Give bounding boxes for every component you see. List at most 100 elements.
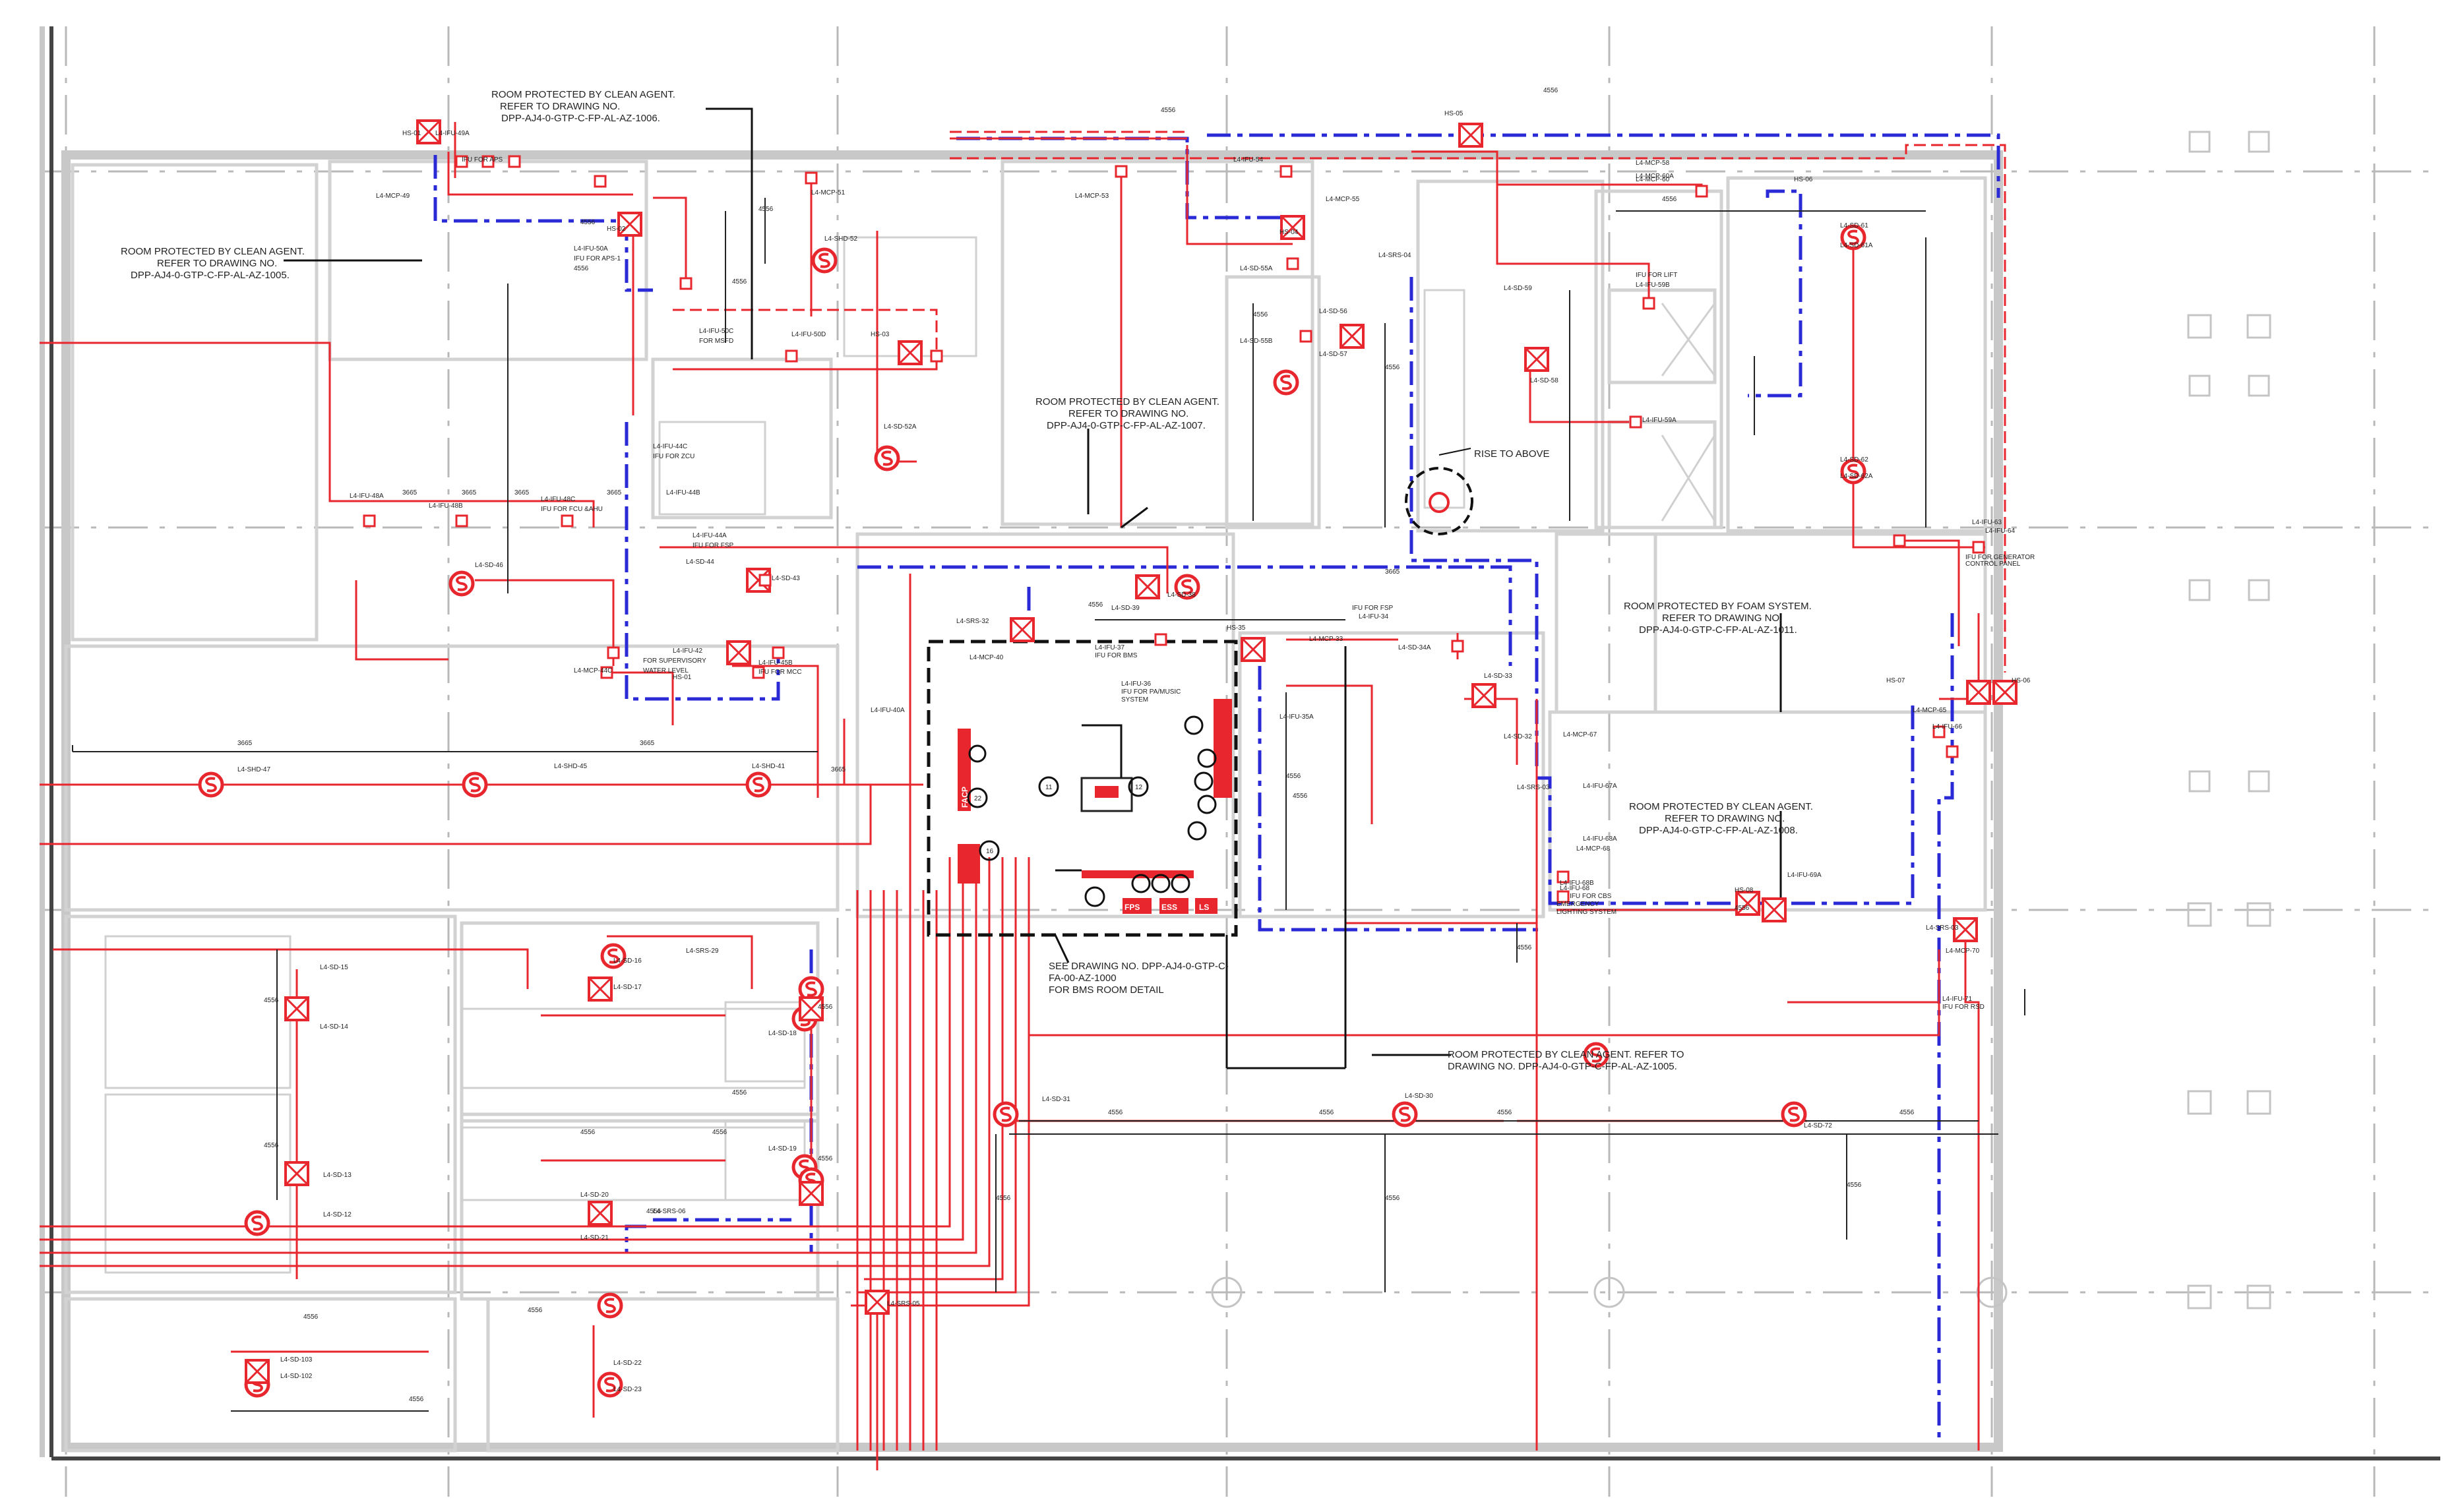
interface-unit-icon [758, 574, 772, 587]
device-tag-label: L4-IFU-42 [673, 647, 702, 655]
device-tag-label: IFU FOR FSP [1352, 605, 1394, 612]
device-tag-label: HS-04 [1279, 229, 1299, 236]
dimension-value: 4556 [758, 206, 774, 213]
device-tag-label: L4-SRS-03 [1926, 924, 1959, 932]
device-tag-label: L4-MCP-58 [1636, 160, 1670, 167]
panel-label-facp: FACP [960, 787, 970, 808]
interface-unit-icon [1556, 870, 1570, 884]
detector-box-icon [898, 340, 923, 365]
device-tag-label: L4-MCP-33 [1309, 636, 1343, 643]
detector-box-icon [1735, 891, 1760, 916]
detector-box-icon [1953, 917, 1978, 942]
dimension-value: 4556 [996, 1195, 1011, 1202]
device-tag-label: L4-SD-39 [1111, 605, 1140, 612]
device-tag-label: LIGHTING SYSTEM [1556, 909, 1617, 916]
device-tag-label: L4-MCP-60 [1636, 176, 1670, 183]
interface-unit-icon [785, 349, 798, 363]
panel-label-ess: ESS [1161, 903, 1177, 912]
dimension-value: 4556 [712, 1129, 727, 1136]
device-tag-label: L4-SD-62A [1840, 473, 1873, 480]
device-tag-label: L4-MCP-40 [970, 654, 1004, 661]
device-tag-label: FOR SUPERVISORY [643, 657, 706, 665]
note-line: REFER TO DRAWING NO. [1662, 613, 1782, 624]
device-tag-label: L4-IFU-35A [1279, 713, 1314, 721]
interface-unit-icon [1972, 541, 1985, 554]
device-tag-label: HS-08 [1735, 887, 1754, 894]
device-tag-label: HS-07 [1886, 677, 1905, 684]
interface-unit-icon [1642, 297, 1655, 310]
dimension-value: 4556 [1253, 311, 1268, 318]
note-clean-agent-1007: ROOM PROTECTED BY CLEAN AGENT. REFER TO … [1035, 396, 1219, 431]
dimension-lines [72, 198, 2025, 1412]
detector-box-icon [1458, 123, 1483, 148]
bms-room [927, 640, 1347, 1069]
device-tag-label: L4-SRS-04 [1378, 252, 1411, 259]
device-tag-label: L4-MCP-55 [1326, 196, 1360, 203]
dimension-value: 4556 [732, 1089, 747, 1096]
note-clean-agent-1006: ROOM PROTECTED BY CLEAN AGENT. REFER TO … [491, 89, 675, 124]
note-line: DPP-AJ4-0-GTP-C-FP-AL-AZ-1011. [1639, 624, 1797, 636]
device-tag-label: IFU FOR FSP [693, 542, 734, 549]
device-tag-label: L4-SD-59 [1504, 285, 1532, 292]
dimension-value: 3665 [237, 740, 253, 747]
device-tag-label: L4-SD-38 [1167, 591, 1196, 599]
bms-callout: 16 [986, 848, 994, 855]
dimension-value: 4556 [1662, 196, 1677, 203]
device-tag-label: L4-SD-33 [1484, 673, 1512, 680]
detector-box-icon [1762, 897, 1787, 922]
note-line: REFER TO DRAWING NO. [157, 258, 277, 269]
device-tag-label: L4-SRS-29 [686, 947, 719, 955]
interface-unit-icon [679, 277, 693, 290]
smoke-detector-icon [448, 570, 475, 597]
smoke-detector-icon [1781, 1101, 1807, 1127]
device-tag-label: L4-IFU-44C [653, 443, 687, 450]
dimension-value: 4556 [303, 1313, 319, 1321]
device-tag-label: L4-SD-102 [280, 1373, 313, 1380]
device-tag-label: L4-SD-43 [772, 575, 800, 582]
dimension-value: 4556 [574, 265, 589, 272]
note-line: DPP-AJ4-0-GTP-C-FP-AL-AZ-1005. [131, 270, 290, 281]
device-tag-label: L4-IFU-68A [1583, 835, 1617, 843]
detector-box-icon [1966, 680, 1991, 705]
device-tag-label: IFU FOR LIFT [1636, 272, 1677, 279]
device-tag-label: L4-SD-103 [280, 1356, 313, 1364]
smoke-detector-icon [1392, 1101, 1418, 1127]
note-clean-agent-1005-bottom: ROOM PROTECTED BY CLEAN AGENT. REFER TO … [1448, 1049, 1684, 1072]
dimension-value: 4556 [1497, 1109, 1512, 1116]
dimension-value: 4556 [818, 1155, 833, 1162]
rise-to-above-symbol [1405, 448, 1473, 535]
device-tag-label: L4-SRS-05 [887, 1300, 920, 1307]
bms-callout: 11 [1045, 784, 1053, 791]
note-foam-system-1011: ROOM PROTECTED BY FOAM SYSTEM. REFER TO … [1624, 601, 1812, 636]
smoke-detector-icon [1583, 1042, 1609, 1068]
detector-box-icon [865, 1290, 890, 1315]
device-tag-label: HS-06 [1794, 176, 1813, 183]
dimension-value: 4556 [1517, 944, 1532, 951]
dimension-value: 4556 [580, 219, 596, 226]
dimension-value: 4556 [1286, 773, 1301, 780]
device-tag-label: L4-SHD-45 [554, 763, 587, 770]
note-line: DPP-AJ4-0-GTP-C-FP-AL-AZ-1008. [1639, 825, 1798, 836]
panel-label-fps: FPS [1124, 903, 1140, 912]
interface-unit-icon [455, 155, 468, 168]
interface-unit-icon [1286, 257, 1299, 270]
device-tag-label: L4-IFU-67A [1583, 783, 1617, 790]
device-tag-label: L4-MCP-51 [811, 189, 846, 196]
interface-unit-icon [1695, 185, 1708, 198]
interface-unit-icon [772, 646, 785, 659]
smoke-detector-icon [462, 771, 488, 798]
interface-unit-icon [363, 514, 376, 527]
note-line: ROOM PROTECTED BY CLEAN AGENT. [121, 246, 305, 257]
smoke-detector-icon [1840, 458, 1866, 485]
device-tag-label: L4-MCP-70 [1946, 947, 1980, 955]
smoke-detector-icon [597, 1292, 623, 1319]
device-tag-label: L4-SD-72 [1804, 1122, 1832, 1129]
device-tag-label: L4-SD-12 [323, 1211, 352, 1218]
dimension-value: 4556 [1847, 1182, 1862, 1189]
device-tag-label: L4-IFU-40A [871, 707, 905, 714]
column-squares [1211, 131, 2271, 1309]
device-tag-label: HS-01 [402, 130, 421, 137]
device-tag-label: HS-03 [871, 331, 890, 338]
